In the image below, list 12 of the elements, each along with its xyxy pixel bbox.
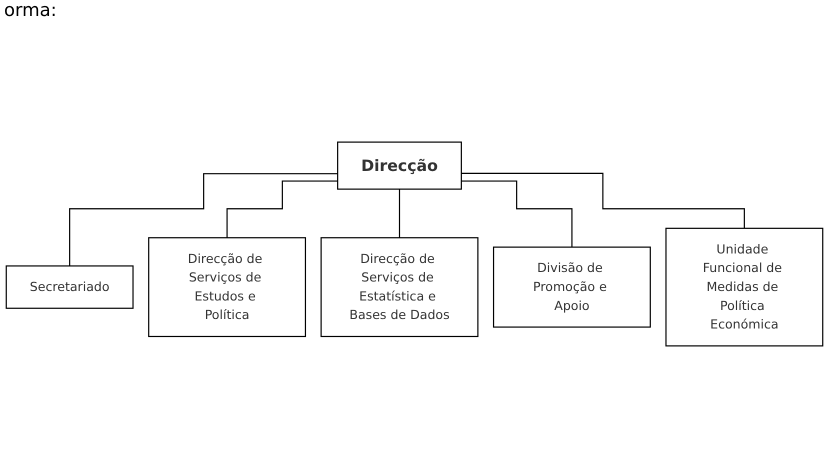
connector (398, 188, 400, 238)
note-text: orma: (4, 0, 57, 21)
node-box: Direcção de Serviços de Estudos e Política (148, 237, 306, 338)
node-box: Unidade Funcional de Medidas de Política Económica (665, 228, 824, 346)
connector (461, 180, 573, 248)
connector (461, 172, 745, 229)
connector (226, 180, 338, 238)
node-box: Direcção (337, 142, 462, 190)
node-box: Direcção de Serviços de Estatística e Bases de Dados (320, 237, 478, 338)
connector (69, 173, 338, 267)
node-box: Divisão de Promoção e Apoio (492, 246, 651, 328)
node-box: Secretariado (6, 265, 134, 309)
